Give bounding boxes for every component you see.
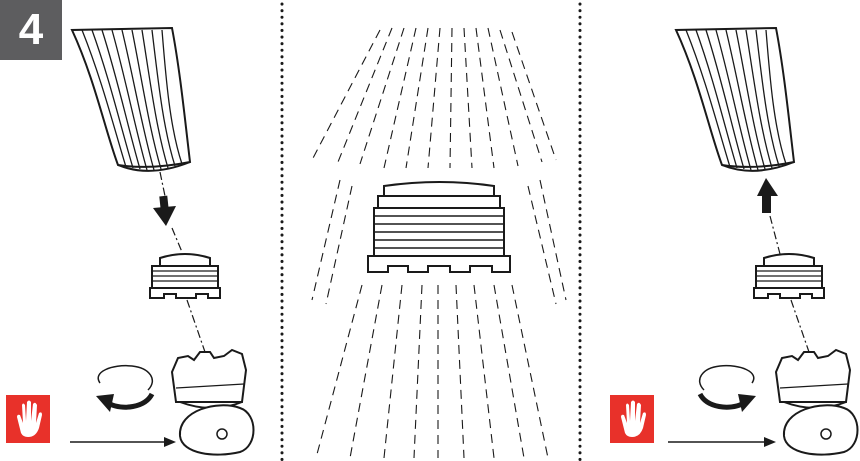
step-badge: 4 [0,0,62,60]
push-direction-arrow [668,437,776,447]
aerator-key-illustration [784,405,858,454]
aerator-housing-illustration [776,350,850,408]
rotate-counterclockwise-icon [96,366,152,412]
aerator-insert-illustration [754,254,824,298]
aerator-housing-illustration [172,350,246,408]
hand-stop-icon [610,395,654,443]
panel-remove-aerator [6,28,254,455]
alignment-line [160,172,165,196]
faucet-hose-illustration [676,28,794,171]
panel-clean-spray [312,28,566,458]
aerator-insert-illustration [150,254,220,298]
faucet-hose-illustration [72,28,190,171]
rotate-clockwise-icon [700,366,756,412]
panel-install-aerator [610,28,858,455]
arrow-up-icon [757,178,778,213]
aerator-key-illustration [180,405,254,454]
push-direction-arrow [70,437,176,447]
step-number: 4 [0,0,62,60]
hand-stop-icon [6,395,50,443]
aerator-insert-large-illustration [368,182,510,272]
arrow-down-icon [153,196,176,226]
